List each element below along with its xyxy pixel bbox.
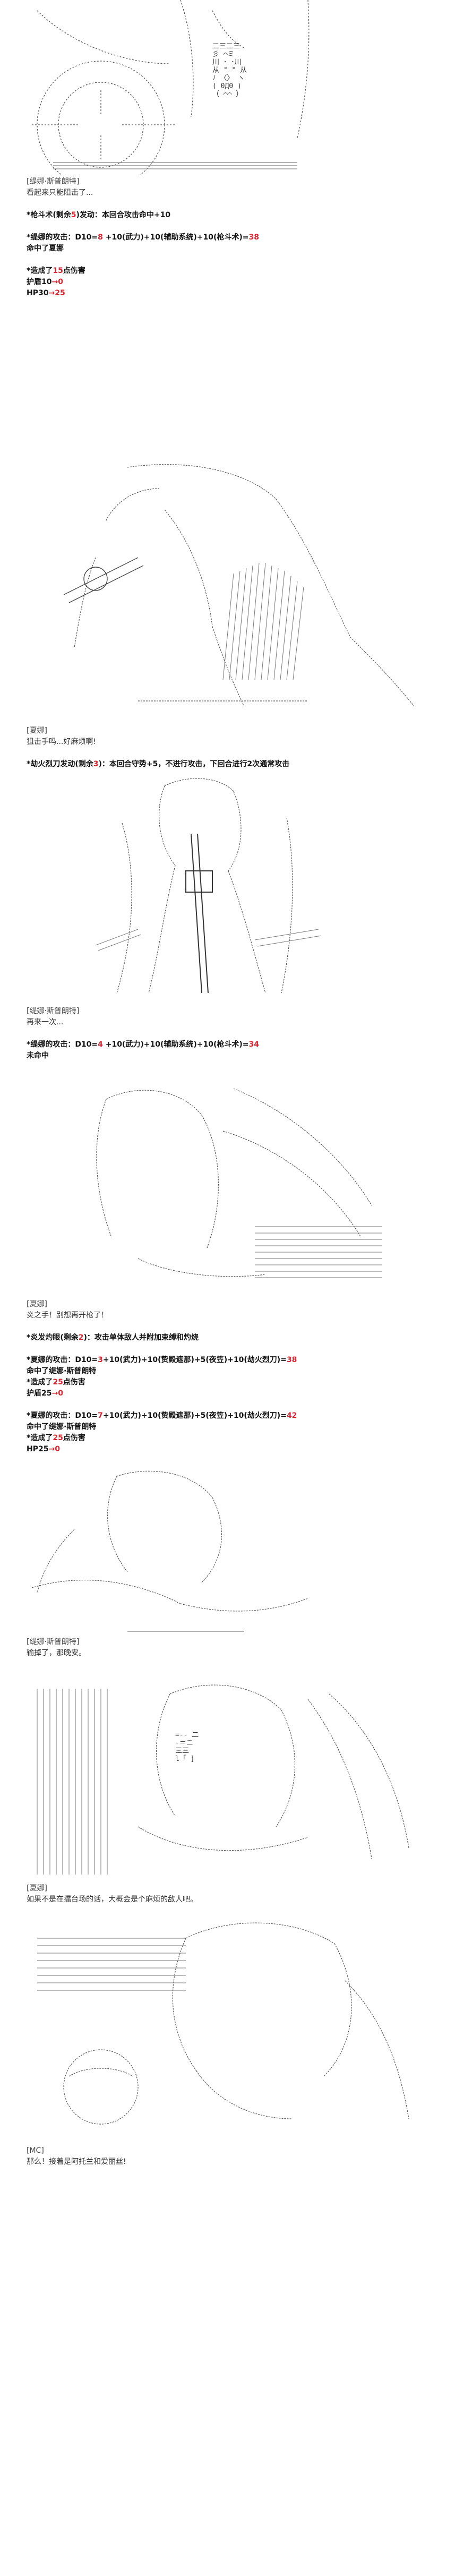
- dialog-line: 再来一次...: [27, 1018, 64, 1026]
- panel6-art: [32, 1678, 414, 1880]
- dialog-line: 输掉了，那晚安。: [27, 1649, 86, 1657]
- shield-change-line: 护盾25→0: [27, 1389, 63, 1398]
- speaker-label: [夏娜]: [27, 1884, 47, 1893]
- mc-drawing: [37, 1922, 409, 2125]
- shana-hat-drawing: [63, 464, 415, 707]
- damage-line: *造成了25点伤害: [27, 1378, 85, 1387]
- skill-activation-line: *枪斗术(剩余5)发动：本回合攻击命中+10: [27, 211, 171, 219]
- panel3-art: [42, 770, 372, 1004]
- panel5-art: [21, 1466, 340, 1636]
- panel7-art: [27, 1917, 430, 2140]
- speaker-label: [缇娜·斯普朗特]: [27, 1638, 80, 1646]
- tina-rifle-drawing: [95, 778, 322, 994]
- attack-result-line-2: 命中了缇娜·斯普朗特: [27, 1423, 97, 1431]
- panel4-art: [64, 1067, 393, 1296]
- attack-result-line: 未命中: [27, 1051, 49, 1060]
- attack-roll-line: *夏娜的攻击：D10=3+10(武力)+10(贽殿遮那)+5(夜笠)+10(劫火…: [27, 1356, 297, 1364]
- damage-line-2: *造成了25点伤害: [27, 1434, 85, 1442]
- dialog-line: 看起来只能阻击了...: [27, 189, 93, 197]
- panel6-ascii-face: =‐- 二 -＝ニ 三三 l「 ]: [175, 1731, 199, 1763]
- attack-roll-line: *缇娜的攻击：D10=8 +10(武力)+10(辅助系统)+10(枪斗术)=38: [27, 233, 260, 242]
- dialog-line: 那么！接着是阿托兰和爱丽丝!: [27, 2158, 126, 2166]
- skill-activation-line: *炎发灼眼(剩余2)：攻击单体敌人并附加束缚和灼烧: [27, 1333, 199, 1342]
- shana-closeup-drawing: [37, 1684, 409, 1875]
- skill-activation-line: *劫火烈刀发动(剩余3)：本回合守势+5，不进行攻击，下回合进行2次通常攻击: [27, 760, 290, 768]
- hp-change-line: HP25→0: [27, 1445, 60, 1453]
- attack-result-line: 命中了缇娜·斯普朗特: [27, 1367, 97, 1375]
- panel1-art: [21, 0, 319, 175]
- dialog-line: 如果不是在擂台场的话，大概会是个麻烦的敌人吧。: [27, 1895, 198, 1904]
- attack-roll-line: *缇娜的攻击：D10=4 +10(武力)+10(辅助系统)+10(枪斗术)=34: [27, 1040, 260, 1049]
- attack-roll-line-2: *夏娜的攻击：D10=7+10(武力)+10(贽殿遮那)+5(夜笠)+10(劫火…: [27, 1411, 297, 1420]
- shield-change-line: 护盾10→0: [27, 278, 63, 286]
- tina-defeated-drawing: [31, 1470, 308, 1632]
- damage-line: *造成了15点伤害: [27, 267, 85, 275]
- attack-result-line: 命中了夏娜: [27, 244, 64, 253]
- hp-change-line: HP30→25: [27, 289, 65, 297]
- speaker-label: [夏娜]: [27, 1300, 47, 1308]
- dialog-line: 炎之手！别想再开枪了！: [27, 1311, 108, 1320]
- panel1-ascii-face: 二三二三 彡 ⌒ミ 川 ･ ･川 从 ° ° 从 ﾉ 〈〉 ヽ ( 0Д0 ) …: [212, 42, 247, 98]
- speaker-label: [MC]: [27, 2146, 44, 2155]
- speaker-label: [缇娜·斯普朗特]: [27, 177, 80, 186]
- speaker-label: [缇娜·斯普朗特]: [27, 1007, 80, 1015]
- shana-flame-hand-drawing: [96, 1088, 382, 1278]
- scope-reticle-drawing: [32, 0, 310, 175]
- dialog-line: 狙击手吗...好麻烦啊!: [27, 738, 96, 746]
- panel2-art: [32, 457, 425, 722]
- speaker-label: [夏娜]: [27, 726, 47, 735]
